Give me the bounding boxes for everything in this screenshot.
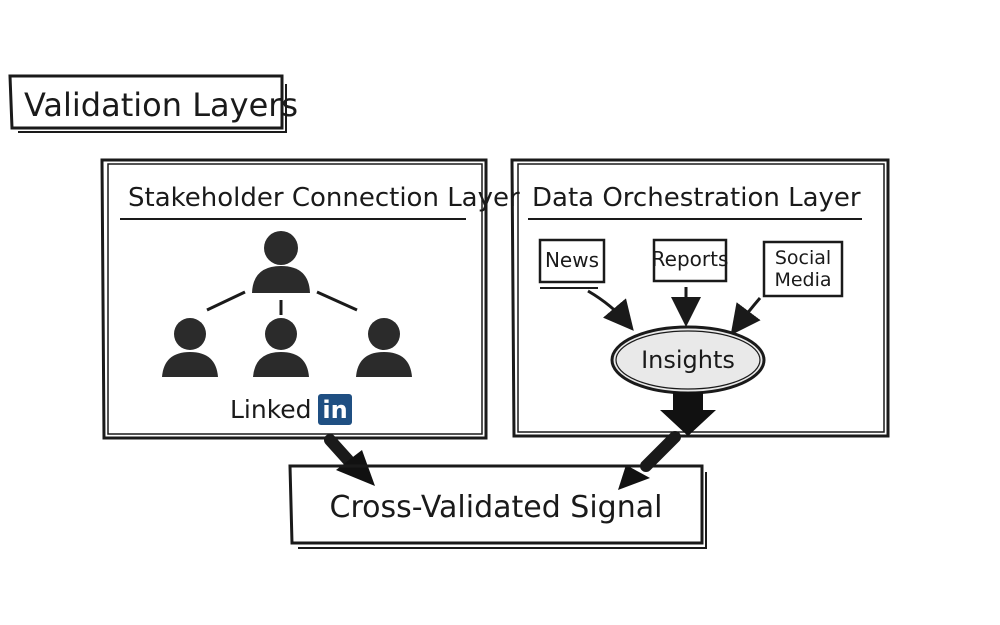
arrow-icon [336,450,375,486]
arrow-icon [618,465,650,490]
source-reports: Reports [652,238,729,283]
insights-hub: Insights [610,325,766,395]
orchestration-panel-title: Data Orchestration Layer [532,183,861,213]
insights-label: Insights [641,346,735,374]
title-box: Validation Layers [8,74,298,133]
linkedin-badge [318,394,352,425]
arrow-icon [324,434,354,466]
linkedin-wordmark: Linked [230,395,312,424]
person-icon [253,318,309,377]
source-label: News [545,248,599,272]
cross-validated-signal-box: Cross-Validated Signal [288,464,707,549]
linkedin-logo-icon: Linked in [230,394,352,425]
source-news: News [538,238,606,289]
person-icon [162,318,218,377]
source-label: Social [775,247,831,269]
source-label: Reports [652,247,729,271]
stakeholder-connection-panel: Stakeholder Connection Layer Linked in [100,158,520,440]
person-icon [252,231,310,293]
source-social-media: Social Media [762,240,844,298]
linkedin-badge-text: in [322,396,347,424]
arrow-icon [730,297,762,336]
arrow-icon [640,431,681,472]
person-icon [356,318,412,377]
arrow-icon [587,289,634,331]
page-title: Validation Layers [24,86,298,124]
data-orchestration-panel: Data Orchestration Layer News Reports So… [510,158,890,438]
stakeholder-panel-title: Stakeholder Connection Layer [128,183,520,213]
source-label: Media [774,269,831,291]
output-label: Cross-Validated Signal [330,490,663,525]
arrow-icon [660,392,716,436]
